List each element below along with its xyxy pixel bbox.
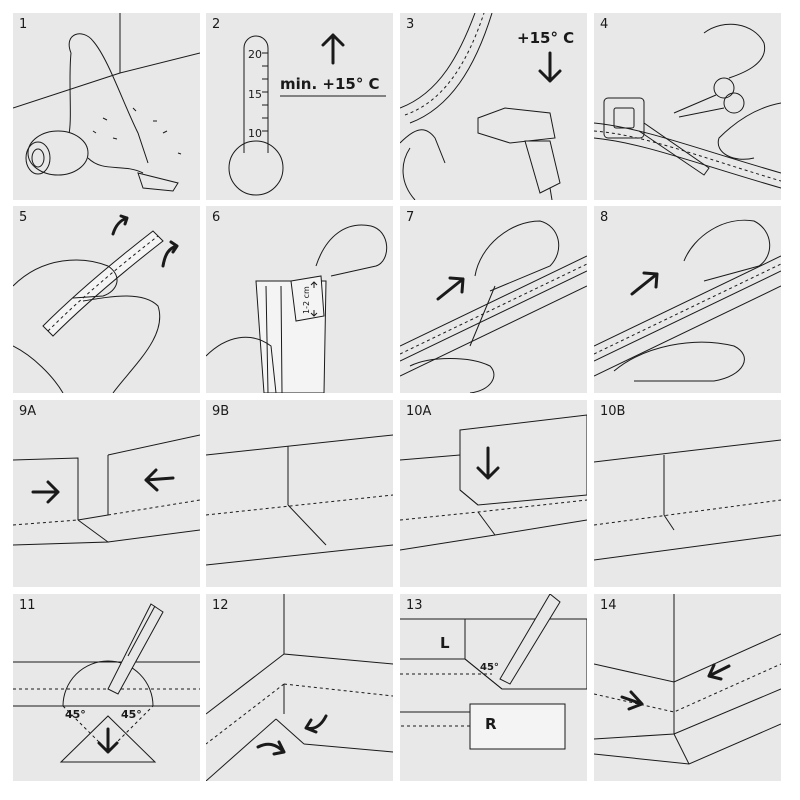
overlap-done-illustration bbox=[594, 439, 781, 561]
arrow-right-icon bbox=[31, 480, 60, 504]
arrow-down-icon bbox=[538, 51, 562, 83]
right-label: R bbox=[485, 715, 497, 733]
temperature-label: +15° C bbox=[517, 29, 574, 47]
tick-label: 15 bbox=[248, 88, 262, 101]
step-number: 9A bbox=[19, 404, 37, 419]
seam-joined-illustration bbox=[206, 434, 393, 566]
rotate-arrow-icon bbox=[256, 740, 286, 756]
step-number: 9B bbox=[212, 404, 230, 419]
panel-6-overlap: 6 1-2 cm bbox=[206, 206, 393, 393]
step-number: 8 bbox=[600, 210, 609, 225]
left-right-illustration: L R 45° bbox=[400, 594, 587, 750]
step-number: 14 bbox=[600, 598, 617, 613]
panel-14-outer-corner: 14 bbox=[594, 594, 781, 781]
tick-label: 10 bbox=[248, 127, 262, 140]
vacuum-body-icon bbox=[27, 130, 89, 176]
seam-join-illustration bbox=[13, 434, 200, 546]
vacuum-nozzle-icon bbox=[137, 172, 179, 192]
angle-label: 45° bbox=[121, 708, 142, 721]
miter-cut-illustration: 45° 45° bbox=[13, 603, 200, 763]
rotate-arrow-icon bbox=[304, 714, 328, 734]
thermometer-illustration: 20 15 10 min. +15° C bbox=[228, 33, 386, 196]
panel-8-press: 8 bbox=[594, 206, 781, 393]
angle-label: 45° bbox=[65, 708, 86, 721]
panel-12-corner: 12 bbox=[206, 594, 393, 781]
step-number: 3 bbox=[406, 17, 415, 32]
step-number: 13 bbox=[406, 598, 423, 613]
panel-4-cutting: 4 bbox=[594, 13, 781, 200]
rotate-arrow-icon bbox=[111, 214, 129, 236]
step-number: 12 bbox=[212, 598, 229, 613]
overlap-illustration: 1-2 cm bbox=[206, 224, 388, 393]
inner-corner-illustration bbox=[206, 594, 393, 781]
dimension-arrow-icon bbox=[310, 281, 318, 317]
step-number: 5 bbox=[19, 210, 28, 225]
cutting-illustration bbox=[594, 23, 781, 189]
step-number: 2 bbox=[212, 17, 221, 32]
tick-label: 20 bbox=[248, 48, 262, 61]
heat-gun-illustration: +15° C bbox=[400, 13, 574, 200]
press-illustration bbox=[594, 219, 781, 382]
apply-illustration bbox=[400, 220, 587, 393]
step-number: 10B bbox=[600, 404, 626, 419]
angle-label: 45° bbox=[480, 662, 499, 673]
tape-measure-icon bbox=[603, 97, 645, 139]
arrow-left-icon bbox=[707, 663, 731, 681]
rotate-arrow-icon bbox=[161, 240, 179, 268]
step-number: 10A bbox=[406, 404, 432, 419]
step-number: 6 bbox=[212, 210, 221, 225]
vacuum-illustration bbox=[13, 13, 200, 192]
panel-13-labels: 13 L R 45° bbox=[400, 594, 587, 781]
left-label: L bbox=[440, 634, 450, 652]
arrow-up-icon bbox=[321, 33, 345, 65]
overlap-label: 1-2 cm bbox=[302, 286, 311, 314]
arrow-down-icon bbox=[97, 727, 119, 754]
arrow-right-up-icon bbox=[436, 276, 465, 301]
utility-knife-icon bbox=[499, 594, 561, 685]
utility-knife-icon bbox=[107, 603, 164, 695]
thermometer-icon bbox=[243, 35, 269, 153]
outer-corner-illustration bbox=[594, 594, 781, 765]
panel-9b-seam: 9B bbox=[206, 400, 393, 587]
step-number: 1 bbox=[19, 17, 28, 32]
panel-2-temperature: 2 20 15 10 min. +15° C bbox=[206, 13, 393, 200]
arrow-right-icon bbox=[620, 690, 644, 711]
arrow-left-icon bbox=[144, 468, 175, 492]
arrow-right-up-icon bbox=[630, 271, 659, 296]
panel-7-apply: 7 bbox=[400, 206, 587, 393]
step-number: 4 bbox=[600, 17, 609, 32]
peel-illustration bbox=[13, 214, 179, 393]
panel-9a-seam: 9A bbox=[13, 400, 200, 587]
heat-gun-icon bbox=[477, 107, 556, 144]
panel-10a-overlap: 10A bbox=[400, 400, 587, 587]
panel-11-miter: 11 45° 45° bbox=[13, 594, 200, 781]
arrow-down-icon bbox=[476, 446, 500, 480]
panel-10b-overlap: 10B bbox=[594, 400, 781, 587]
panel-1-vacuum: 1 bbox=[13, 13, 200, 200]
scissors-icon bbox=[713, 77, 735, 99]
min-temperature: min. +15° C bbox=[280, 75, 380, 93]
overlap-press-illustration bbox=[400, 414, 587, 551]
panel-3-heat-gun: 3 +15° C bbox=[400, 13, 587, 200]
step-number: 7 bbox=[406, 210, 415, 225]
step-number: 11 bbox=[19, 598, 36, 613]
panel-5-peel: 5 bbox=[13, 206, 200, 393]
